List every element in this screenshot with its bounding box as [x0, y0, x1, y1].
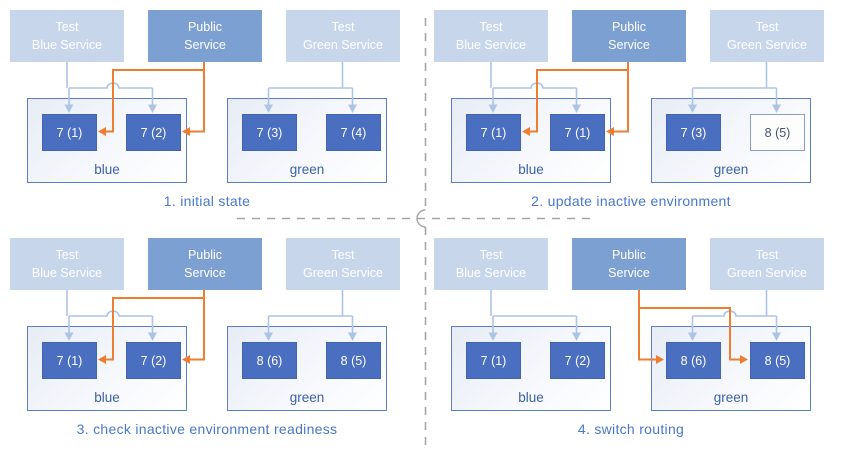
service-label: Test: [755, 247, 779, 262]
panel-initial-state: Test Blue Service Public Service Test Gr…: [0, 0, 424, 228]
service-label: Service: [184, 38, 226, 52]
test-green-service-box: Test Green Service: [710, 10, 824, 62]
service-label: Service: [608, 266, 650, 280]
pod: 7 (2): [550, 342, 605, 379]
environment-label: blue: [94, 390, 120, 405]
service-label: Green Service: [727, 38, 807, 52]
service-label: Service: [608, 38, 650, 52]
test-green-service-box: Test Green Service: [710, 238, 824, 290]
pod-inactive: 8 (5): [750, 114, 805, 151]
service-label: Green Service: [727, 266, 807, 280]
pod: 7 (1): [550, 114, 605, 151]
green-environment-box: 7 (3) 7 (4) green: [227, 98, 387, 183]
environment-label: blue: [518, 162, 544, 177]
pod: 7 (1): [42, 342, 97, 379]
service-label: Public: [611, 19, 647, 34]
pod: 8 (5): [750, 342, 805, 379]
pod: 7 (4): [326, 114, 381, 151]
step-caption: 2. update inactive environment: [531, 193, 731, 209]
test-blue-service-box: Test Blue Service: [10, 238, 124, 290]
panel-update-inactive-environment: Test Blue Service Public Service Test Gr…: [424, 0, 848, 228]
service-label: Blue Service: [31, 38, 103, 52]
step-caption: 1. initial state: [163, 193, 251, 209]
test-blue-service-box: Test Blue Service: [10, 10, 124, 62]
pod: 8 (6): [666, 342, 721, 379]
panel-switch-routing: Test Blue Service Public Service Test Gr…: [424, 228, 848, 456]
green-environment-box: 7 (3) 8 (5) green: [651, 98, 811, 183]
pod: 7 (1): [466, 114, 521, 151]
blue-environment-box: 7 (1) 7 (2) blue: [27, 326, 187, 411]
service-label: Service: [184, 266, 226, 280]
service-label: Blue Service: [455, 266, 527, 280]
service-label: Test: [55, 19, 79, 34]
green-environment-box: 8 (6) 8 (5) green: [227, 326, 387, 411]
panel-check-inactive-environment-readiness: Test Blue Service Public Service Test Gr…: [0, 228, 424, 456]
service-label: Green Service: [303, 38, 383, 52]
pod: 7 (1): [466, 342, 521, 379]
public-service-box: Public Service: [572, 238, 686, 290]
environment-label: green: [289, 162, 325, 177]
pod: 7 (1): [42, 114, 97, 151]
service-label: Test: [479, 247, 503, 262]
public-service-box: Public Service: [572, 10, 686, 62]
service-label: Blue Service: [31, 266, 103, 280]
service-label: Test: [479, 19, 503, 34]
blue-environment-box: 7 (1) 7 (2) blue: [451, 326, 611, 411]
environment-label: blue: [518, 390, 544, 405]
service-label: Test: [331, 19, 355, 34]
pod: 7 (3): [666, 114, 721, 151]
pod: 7 (2): [126, 114, 181, 151]
public-service-box: Public Service: [148, 10, 262, 62]
environment-label: blue: [94, 162, 120, 177]
step-caption: 3. check inactive environment readiness: [76, 421, 338, 437]
pod: 8 (6): [242, 342, 297, 379]
green-environment-box: 8 (6) 8 (5) green: [651, 326, 811, 411]
step-caption: 4. switch routing: [577, 421, 685, 437]
service-label: Green Service: [303, 266, 383, 280]
blue-environment-box: 7 (1) 7 (1) blue: [451, 98, 611, 183]
service-label: Public: [187, 247, 223, 262]
pod: 8 (5): [326, 342, 381, 379]
pod: 7 (3): [242, 114, 297, 151]
blue-environment-box: 7 (1) 7 (2) blue: [27, 98, 187, 183]
test-green-service-box: Test Green Service: [286, 238, 400, 290]
service-label: Test: [331, 247, 355, 262]
environment-label: green: [713, 390, 749, 405]
service-label: Test: [55, 247, 79, 262]
service-label: Blue Service: [455, 38, 527, 52]
test-green-service-box: Test Green Service: [286, 10, 400, 62]
test-blue-service-box: Test Blue Service: [434, 238, 548, 290]
environment-label: green: [289, 390, 325, 405]
service-label: Public: [187, 19, 223, 34]
service-label: Public: [611, 247, 647, 262]
service-label: Test: [755, 19, 779, 34]
test-blue-service-box: Test Blue Service: [434, 10, 548, 62]
pod: 7 (2): [126, 342, 181, 379]
public-service-box: Public Service: [148, 238, 262, 290]
environment-label: green: [713, 162, 749, 177]
